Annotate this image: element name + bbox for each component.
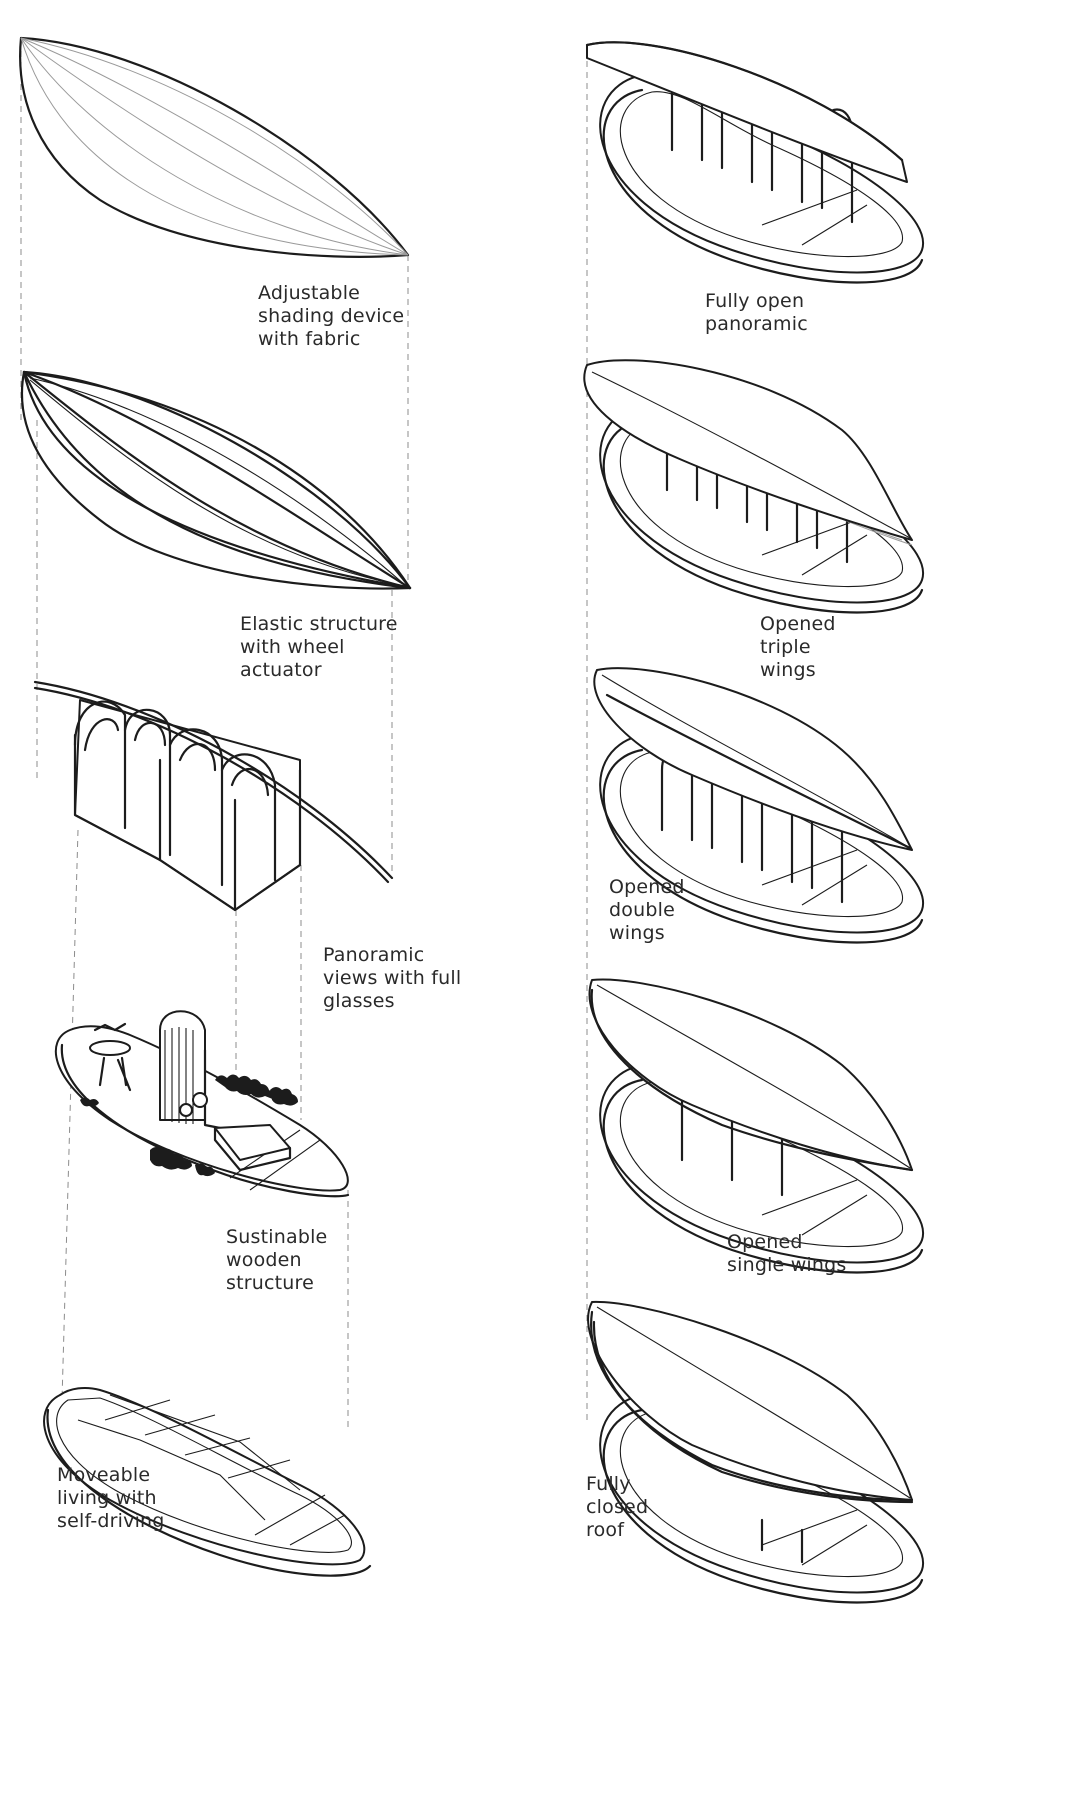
opened-triple-wings-drawing [583,359,925,614]
alignment-guides-left [20,40,409,1430]
label-elastic: Elastic structure with wheel actuator [240,613,398,681]
fully-closed-roof-drawing [587,1300,925,1604]
label-closed: Fully closed roof [586,1473,649,1541]
label-double: Opened double wings [609,876,685,944]
wooden-structure-drawing [54,1010,350,1198]
label-panoramic: Panoramic views with full glasses [323,944,462,1012]
label-single: Opened single wings [727,1231,847,1276]
opened-double-wings-drawing [593,667,925,944]
label-shading: Adjustable shading device with fabric [258,282,405,350]
self-driving-hull-drawing [43,1386,372,1577]
fully-open-drawing [585,41,925,284]
label-fully-open: Fully open panoramic [705,290,808,335]
elastic-structure-drawing [20,370,412,590]
label-wooden: Sustinable wooden structure [226,1226,328,1294]
shading-device-drawing [19,36,410,258]
label-triple: Opened triple wings [760,613,836,681]
opened-single-wings-drawing [588,978,925,1274]
label-moveable: Moveable living with self-driving [57,1464,165,1532]
panoramic-glass-pavilion-drawing [33,680,394,912]
